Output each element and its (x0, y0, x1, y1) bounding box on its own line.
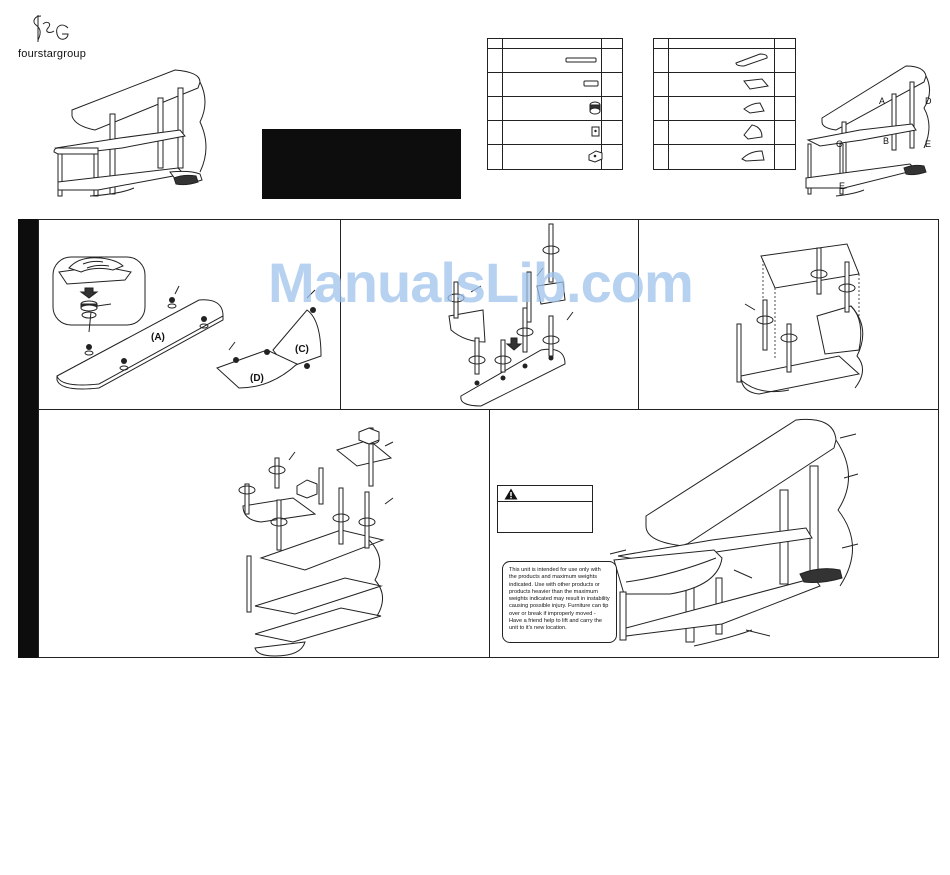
step-4-drawing (238, 427, 394, 657)
divider-row (38, 409, 939, 410)
logo-monogram-icon (33, 15, 69, 42)
parts-table-boards (653, 38, 796, 170)
divider-step1-step2 (340, 219, 341, 409)
step-2-drawing (447, 223, 574, 407)
bracket-icon (588, 150, 603, 163)
product-drawing-overview (53, 69, 207, 197)
step-1-label-c: (C) (295, 344, 309, 355)
board-a-icon (735, 53, 768, 67)
product-drawing-labeled (805, 65, 930, 197)
title-block (262, 129, 461, 199)
step-4-panel (39, 410, 488, 657)
overview-label-c: C (836, 139, 843, 149)
steps-frame (38, 219, 939, 658)
warning-box (497, 485, 593, 533)
overview-label-b: B (883, 136, 890, 146)
brand-logo-text: fourstargroup (18, 48, 87, 60)
tube-group (447, 223, 560, 375)
board-c-icon (743, 102, 765, 114)
board-d-icon (743, 124, 763, 140)
divider-step4-step5 (489, 409, 490, 658)
board-e-icon (741, 150, 765, 162)
board-b-icon (743, 78, 769, 90)
overview-label-d: D (925, 96, 932, 106)
long-tube-icon (565, 57, 597, 63)
step-3-panel (639, 220, 938, 408)
step-3-drawing (736, 243, 864, 395)
watermark-text: ManualsLib.com (268, 251, 694, 314)
weight-notice: This unit is intended for use only with … (502, 561, 617, 643)
short-tube-icon (583, 80, 599, 87)
divider-step2-step3 (638, 219, 639, 409)
step-1-label-d: (D) (250, 373, 264, 384)
parts-table-hardware (487, 38, 623, 170)
side-banner: ASSEMBLY INSTRUCTIONS (18, 219, 55, 755)
hand-press-icon (68, 257, 124, 273)
step-1-label-a: (A) (151, 332, 165, 343)
nut-icon (589, 101, 601, 115)
connector-icon (591, 126, 600, 137)
overview-label-a: A (879, 96, 886, 106)
step-5-panel (490, 410, 938, 657)
step-2-panel (341, 220, 637, 408)
brand-logo (28, 12, 72, 48)
overview-label-e-bottom: E (839, 181, 846, 191)
step-1-drawing (52, 256, 322, 390)
step-5-drawing (609, 418, 859, 647)
warning-icon (504, 488, 518, 500)
overview-label-e-right: E (925, 139, 932, 149)
step-1-panel: (A) (C) (D) (39, 220, 339, 408)
arrow-down-icon (79, 287, 99, 299)
warning-box-header (498, 486, 592, 502)
